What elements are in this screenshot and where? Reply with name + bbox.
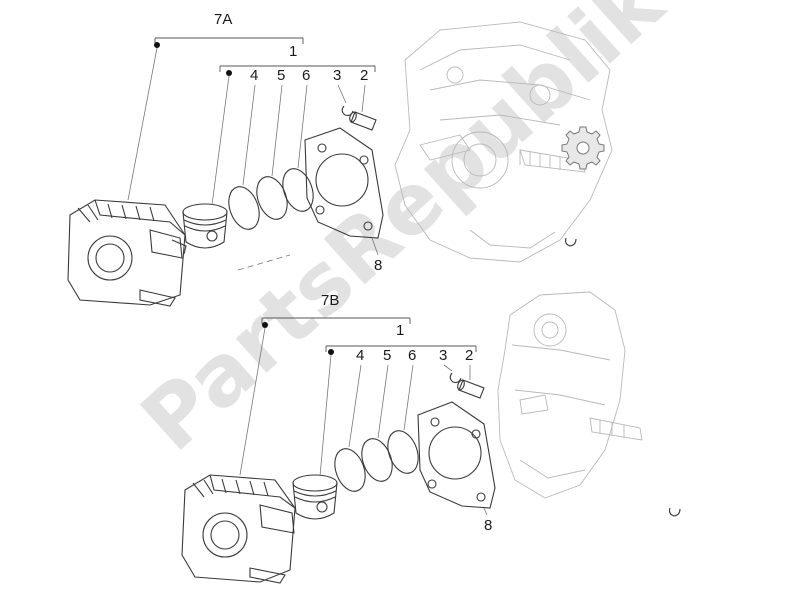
leader-5-b bbox=[377, 364, 389, 439]
leader-piston-b bbox=[319, 354, 332, 477]
group-7a: 7A 1 4 5 6 3 2 8 bbox=[67, 11, 613, 307]
callout-4-a: 4 bbox=[250, 67, 258, 84]
piston-ring-6-a bbox=[282, 168, 314, 212]
callout-5-a: 5 bbox=[277, 67, 285, 84]
leader-6-b bbox=[403, 364, 414, 431]
leader-6-a bbox=[297, 84, 308, 169]
leader-dashed-a bbox=[237, 254, 291, 271]
callout-4-b: 4 bbox=[356, 347, 364, 364]
gasket-8-b bbox=[417, 401, 496, 509]
leader-cylinder-b bbox=[239, 327, 266, 476]
callout-6-b: 6 bbox=[408, 347, 416, 364]
callout-5-b: 5 bbox=[383, 347, 391, 364]
cylinder-a bbox=[67, 199, 187, 307]
label-set-1-b: 1 bbox=[396, 322, 404, 339]
gasket-8-a bbox=[304, 127, 384, 239]
leader-piston-a bbox=[211, 75, 230, 206]
piston-pin-2-b bbox=[457, 379, 485, 399]
leader-8-b bbox=[483, 507, 488, 516]
label-set-1-a: 1 bbox=[289, 43, 297, 60]
piston-pin-2-a bbox=[349, 111, 377, 131]
callout-2-a: 2 bbox=[360, 67, 368, 84]
callout-8-b: 8 bbox=[484, 517, 492, 534]
piston-b bbox=[292, 474, 338, 520]
group-marker-dot bbox=[226, 70, 232, 76]
engine-casing-ghost-a bbox=[394, 21, 613, 263]
leader-3-b bbox=[443, 364, 453, 372]
leader-2-a bbox=[361, 84, 366, 113]
bracket-1-a bbox=[219, 65, 376, 72]
leader-5-a bbox=[271, 84, 283, 177]
piston-a bbox=[182, 203, 228, 249]
callout-3-a: 3 bbox=[333, 67, 341, 84]
clip-ghost-a bbox=[564, 237, 577, 247]
piston-ring-5-b bbox=[361, 438, 393, 482]
leader-3-a bbox=[337, 84, 347, 104]
gear-icon bbox=[561, 126, 605, 170]
callout-3-b: 3 bbox=[439, 347, 447, 364]
piston-ring-6-b bbox=[387, 430, 419, 474]
group-marker-dot bbox=[262, 322, 268, 328]
callout-8-a: 8 bbox=[374, 257, 382, 274]
leader-4-a bbox=[242, 84, 256, 186]
callout-2-b: 2 bbox=[465, 347, 473, 364]
callout-6-a: 6 bbox=[302, 67, 310, 84]
clip-3-b bbox=[449, 372, 462, 384]
group-marker-dot bbox=[154, 42, 160, 48]
clip-ghost-b bbox=[668, 507, 681, 517]
piston-ring-4-b bbox=[334, 448, 366, 492]
cylinder-b bbox=[181, 474, 296, 584]
leader-8-a bbox=[371, 237, 379, 256]
engine-casing-ghost-b bbox=[497, 291, 643, 499]
piston-ring-5-a bbox=[256, 176, 288, 220]
bracket-7a bbox=[154, 37, 304, 44]
group-marker-dot bbox=[328, 349, 334, 355]
label-assembly-7a: 7A bbox=[214, 11, 232, 28]
bracket-7b bbox=[261, 317, 411, 324]
leader-cylinder-a bbox=[127, 47, 158, 201]
leader-4-b bbox=[348, 364, 362, 448]
bracket-1-b bbox=[325, 345, 477, 352]
group-7b: 7B 1 4 5 6 3 2 8 bbox=[181, 291, 681, 584]
label-assembly-7b: 7B bbox=[321, 292, 339, 309]
piston-ring-4-a bbox=[228, 186, 260, 230]
